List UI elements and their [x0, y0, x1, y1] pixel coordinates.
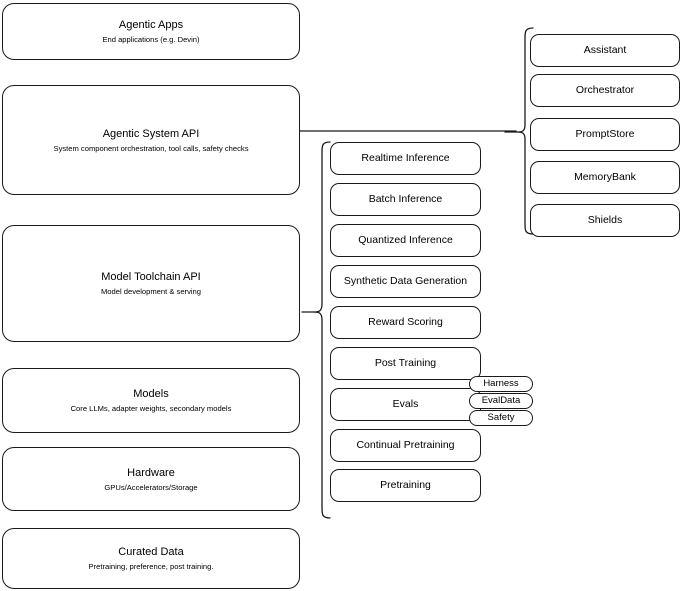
layer-agentic-apps[interactable]: Agentic Apps End applications (e.g. Devi…: [2, 3, 300, 60]
item-batch-inference[interactable]: Batch Inference: [330, 183, 481, 216]
item-shields[interactable]: Shields: [530, 204, 680, 237]
layer-subtitle: End applications (e.g. Devin): [102, 35, 200, 44]
layer-title: Hardware: [127, 466, 175, 479]
layer-subtitle: GPUs/Accelerators/Storage: [104, 482, 198, 492]
layer-title: Models: [133, 388, 169, 400]
item-evals[interactable]: Evals: [330, 388, 481, 421]
item-assistant[interactable]: Assistant: [530, 34, 680, 67]
layer-hardware[interactable]: Hardware GPUs/Accelerators/Storage: [2, 447, 300, 511]
item-realtime-inference[interactable]: Realtime Inference: [330, 142, 481, 175]
layer-subtitle: System component orchestration, tool cal…: [53, 143, 249, 153]
layer-model-toolchain-api[interactable]: Model Toolchain API Model development & …: [2, 225, 300, 342]
connector-agentic-system-to-components: [299, 126, 517, 138]
item-quantized-inference[interactable]: Quantized Inference: [330, 224, 481, 257]
layer-title: Agentic Apps: [118, 19, 184, 31]
item-memorybank[interactable]: MemoryBank: [530, 161, 680, 194]
brace-model-toolchain: [300, 140, 332, 522]
layer-subtitle: Pretraining, preference, post training.: [88, 562, 214, 571]
layer-agentic-system-api[interactable]: Agentic System API System component orch…: [2, 85, 300, 195]
layer-title: Agentic System API: [102, 127, 200, 140]
item-reward-scoring[interactable]: Reward Scoring: [330, 306, 481, 339]
pill-harness[interactable]: Harness: [469, 376, 533, 392]
item-synthetic-data-generation[interactable]: Synthetic Data Generation: [330, 265, 481, 298]
item-orchestrator[interactable]: Orchestrator: [530, 74, 680, 107]
item-pretraining[interactable]: Pretraining: [330, 469, 481, 502]
layer-title: Curated Data: [118, 546, 184, 558]
layer-subtitle: Core LLMs, adapter weights, secondary mo…: [70, 404, 232, 413]
layer-curated-data[interactable]: Curated Data Pretraining, preference, po…: [2, 528, 300, 589]
item-continual-pretraining[interactable]: Continual Pretraining: [330, 429, 481, 462]
layer-subtitle: Model development & serving: [100, 287, 202, 296]
pill-safety[interactable]: Safety: [469, 410, 533, 426]
layer-models[interactable]: Models Core LLMs, adapter weights, secon…: [2, 368, 300, 433]
pill-evaldata[interactable]: EvalData: [469, 393, 533, 409]
item-promptstore[interactable]: PromptStore: [530, 118, 680, 151]
layer-title: Model Toolchain API: [101, 271, 201, 283]
item-post-training[interactable]: Post Training: [330, 347, 481, 380]
